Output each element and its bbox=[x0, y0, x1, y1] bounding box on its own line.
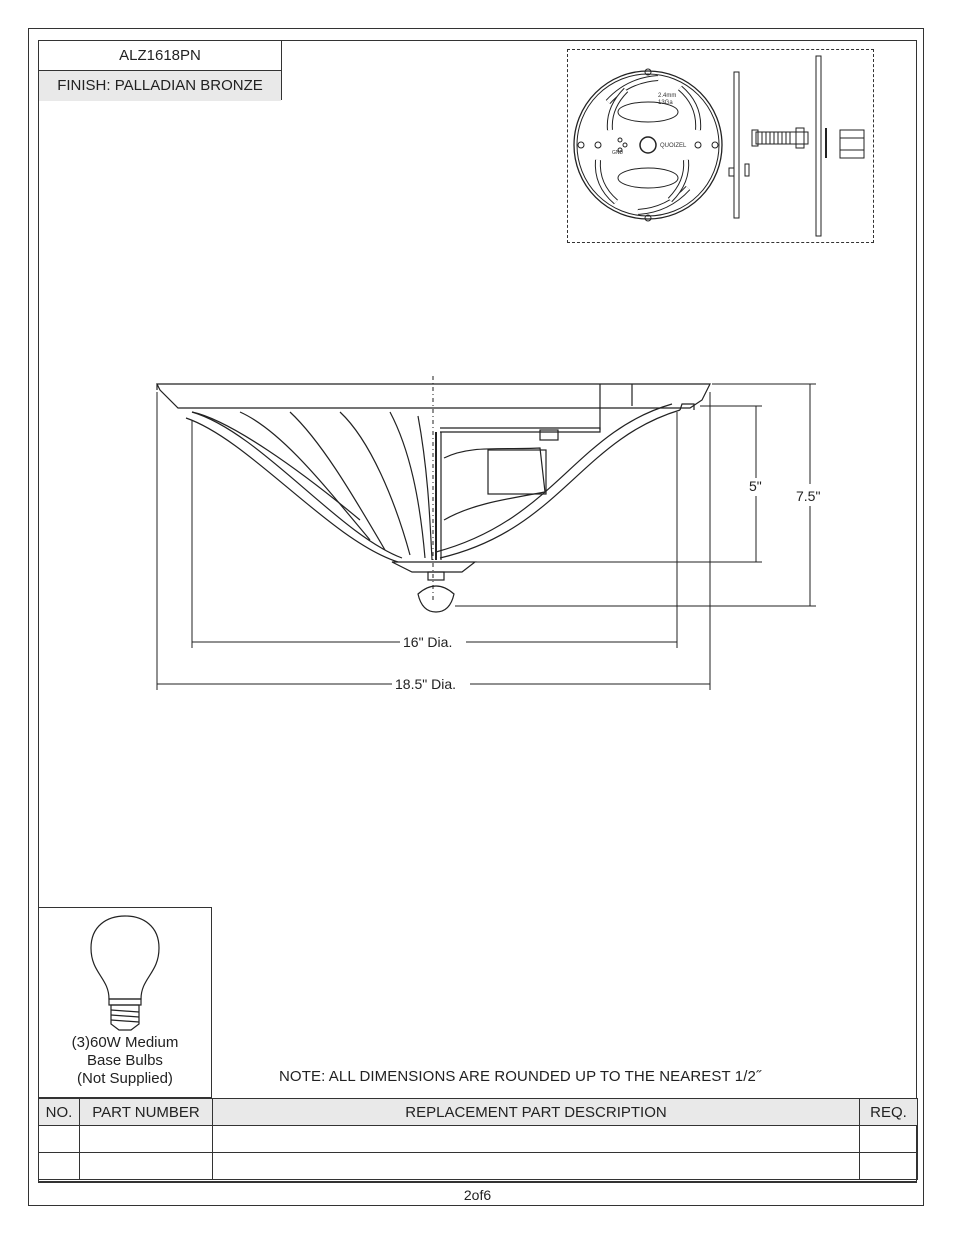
page-outer-border bbox=[28, 28, 924, 1206]
table-cell bbox=[38, 1152, 80, 1180]
plate-gauge-bottom: 13Ga bbox=[658, 100, 673, 106]
table-cell bbox=[79, 1125, 213, 1153]
fixture-elevation-drawing: 16" Dia. 18.5" Dia. 5" 7.5" bbox=[156, 376, 820, 692]
ground-label: GND bbox=[612, 150, 624, 156]
table-cell bbox=[859, 1152, 918, 1180]
model-number: ALZ1618PN bbox=[39, 41, 281, 71]
col-header-part-number: PART NUMBER bbox=[79, 1098, 213, 1126]
mounting-plate-icon: 2.4mm 13Ga GND QUOIZEL bbox=[573, 55, 865, 237]
title-block: ALZ1618PN FINISH: PALLADIAN BRONZE bbox=[38, 40, 282, 101]
mounting-hardware-inset: 2.4mm 13Ga GND QUOIZEL bbox=[567, 49, 874, 243]
table-cell bbox=[38, 1125, 80, 1153]
finish-label: FINISH: PALLADIAN BRONZE bbox=[39, 71, 281, 101]
col-header-no: NO. bbox=[38, 1098, 80, 1126]
total-height-label: 7.5" bbox=[796, 488, 820, 504]
plate-gauge-top: 2.4mm bbox=[658, 93, 676, 99]
bulb-caption-line3: (Not Supplied) bbox=[77, 1070, 173, 1087]
table-header-row: NO. PART NUMBER REPLACEMENT PART DESCRIP… bbox=[38, 1098, 918, 1126]
glass-height-label: 5" bbox=[749, 478, 762, 494]
bulb-caption-line1: (3)60W Medium bbox=[71, 1034, 179, 1051]
col-header-description: REPLACEMENT PART DESCRIPTION bbox=[212, 1098, 860, 1126]
dimension-note: NOTE: ALL DIMENSIONS ARE ROUNDED UP TO T… bbox=[279, 1068, 762, 1085]
bulb-caption-line2: Base Bulbs bbox=[87, 1052, 163, 1069]
page-number: 2of6 bbox=[38, 1181, 917, 1208]
total-diameter-label: 18.5" Dia. bbox=[395, 676, 456, 692]
glass-diameter-label: 16" Dia. bbox=[403, 634, 452, 650]
bulb-info-box: (3)60W Medium Base Bulbs (Not Supplied) bbox=[38, 907, 212, 1098]
brand-label: QUOIZEL bbox=[660, 143, 687, 149]
table-cell bbox=[212, 1152, 860, 1180]
bulb-caption: (3)60W Medium Base Bulbs (Not Supplied) bbox=[39, 1034, 211, 1088]
table-cell bbox=[79, 1152, 213, 1180]
replacement-parts-table: NO. PART NUMBER REPLACEMENT PART DESCRIP… bbox=[38, 1098, 918, 1180]
table-row bbox=[38, 1152, 918, 1180]
light-bulb-icon bbox=[90, 915, 160, 1031]
table-cell bbox=[859, 1125, 918, 1153]
table-row bbox=[38, 1125, 918, 1153]
col-header-req: REQ. bbox=[859, 1098, 918, 1126]
table-cell bbox=[212, 1125, 860, 1153]
